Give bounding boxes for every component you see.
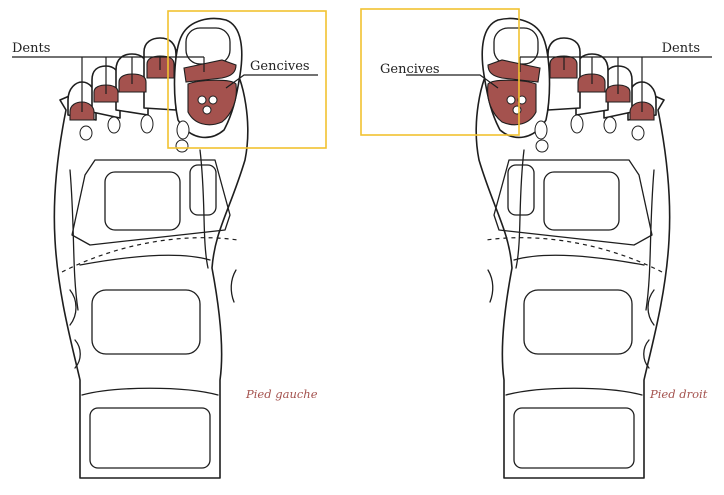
- left-foot: Dents Gencives Pied gauche: [12, 11, 326, 478]
- left-teeth-label: Dents: [12, 41, 50, 56]
- right-foot: Dents Gencives Pied droit: [361, 9, 712, 478]
- right-teeth-label: Dents: [662, 41, 700, 56]
- right-gums-label: Gencives: [380, 62, 440, 77]
- right-foot-caption: Pied droit: [649, 387, 708, 401]
- left-gums-label: Gencives: [250, 59, 310, 74]
- left-foot-caption: Pied gauche: [245, 387, 318, 401]
